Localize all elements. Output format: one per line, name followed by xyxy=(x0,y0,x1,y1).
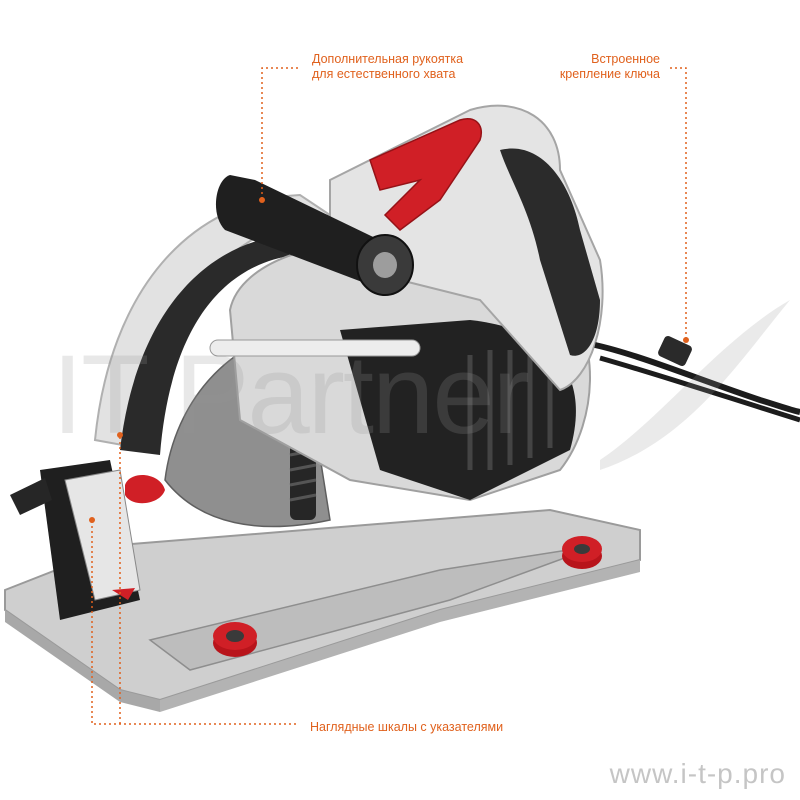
callout-scales-line-1: Наглядные шкалы с указателями xyxy=(310,720,504,734)
bevel-scale xyxy=(10,460,141,620)
watermark-logo-text: IT Partner xyxy=(52,332,530,457)
lock-knob-front xyxy=(213,622,257,657)
depth-lock-knob xyxy=(125,474,165,504)
callout-scales: Наглядные шкалы с указателями xyxy=(310,720,503,735)
callout-key-mount: Встроенное крепление ключа xyxy=(560,52,660,82)
watermark-url: www.i-t-p.pro xyxy=(609,758,786,789)
callout-leader-key xyxy=(670,67,687,340)
callout-dot-scale-2 xyxy=(117,432,123,438)
callout-handle-line-2: для естественного хвата xyxy=(312,67,456,81)
callout-key-line-1: Встроенное xyxy=(591,52,660,66)
base-plate xyxy=(4,508,641,712)
callout-dot-scale-1 xyxy=(89,517,95,523)
callout-handle-line-1: Дополнительная рукоятка xyxy=(312,52,464,66)
callout-auxiliary-handle: Дополнительная рукоятка для естественног… xyxy=(312,52,463,82)
callout-dot-handle xyxy=(259,197,265,203)
blade-guard xyxy=(93,193,333,455)
watermark-swoosh xyxy=(600,300,790,470)
callout-key-line-2: крепление ключа xyxy=(559,67,660,81)
callout-dot-key xyxy=(683,337,689,343)
callout-leader-scales xyxy=(91,435,296,725)
trigger-grip xyxy=(369,118,482,231)
lock-knob-rear xyxy=(562,536,602,569)
callout-leader-handle xyxy=(261,67,298,200)
power-cord xyxy=(594,336,800,423)
